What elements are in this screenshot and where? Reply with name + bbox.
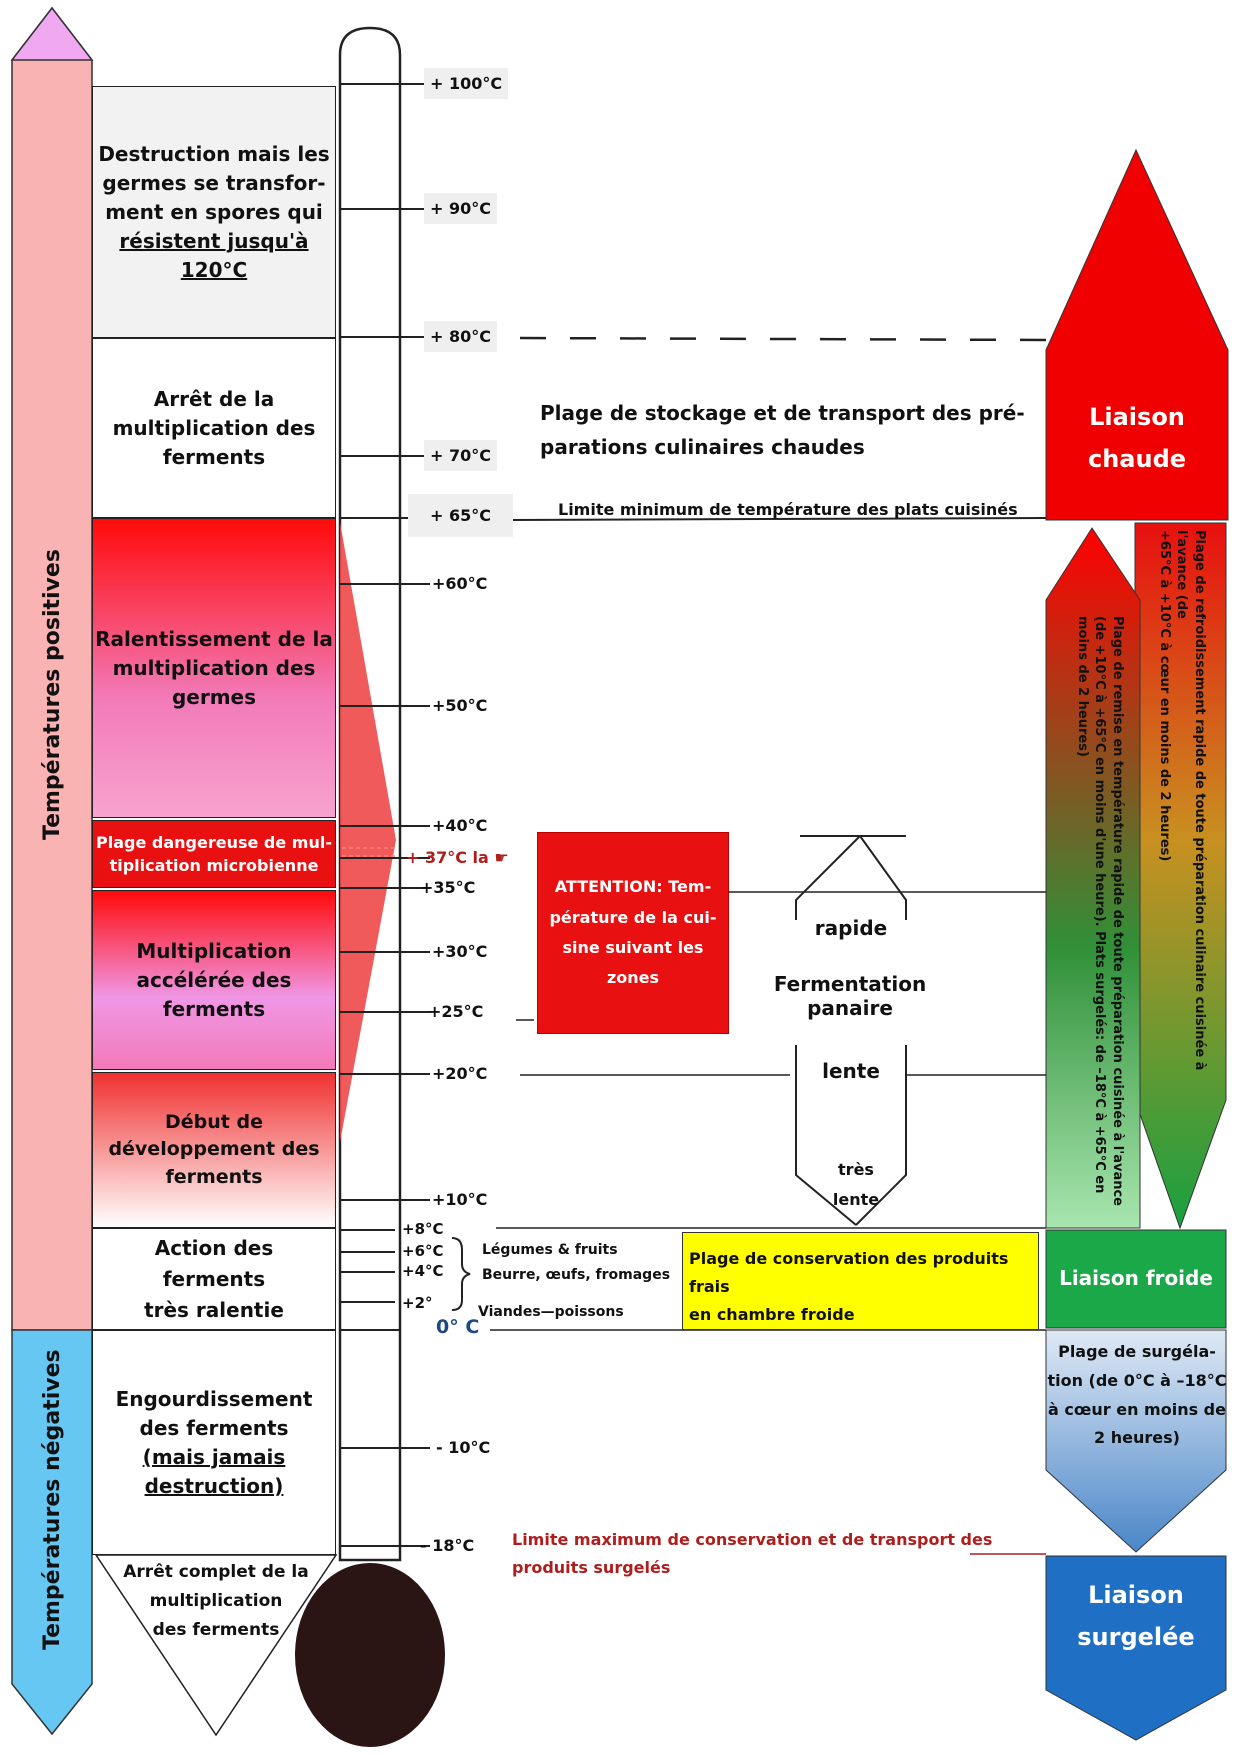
tick-label: + 70°C [424, 440, 497, 471]
cold-products-fruits: Légumes & fruits [482, 1242, 618, 1258]
cold-room-box: Plage de conservation des produits frais… [682, 1232, 1039, 1330]
liaison-chaude-arrow [1045, 148, 1229, 521]
cold-products-bracket [451, 1237, 471, 1311]
ferm-top-arrow [795, 835, 907, 920]
min-limit-text: Limite minimum de température des plats … [558, 500, 1018, 519]
tick-label: +10°C [432, 1190, 488, 1209]
tick-label: +60°C [432, 574, 488, 593]
zone-engourdissement: Engourdissement des ferments (mais jamai… [92, 1330, 336, 1555]
hot-storage-text: Plage de stockage et de transport des pr… [540, 401, 1025, 459]
tick-label: +35°C [420, 878, 476, 897]
thermometer-bulb [295, 1563, 445, 1747]
negative-bar [11, 1329, 93, 1736]
attention-box: ATTENTION: Tem- pérature de la cui- sine… [537, 832, 729, 1034]
zone-action: Action des ferments très ralentie [92, 1228, 336, 1330]
ferm-lente: lente [822, 1059, 880, 1083]
liaison-surgelee-label: Liaison surgelée [1077, 1581, 1195, 1651]
tick-label: + 100°C [424, 68, 509, 99]
tick-label: +8°C [402, 1220, 444, 1238]
surgelation-arrow [1045, 1329, 1227, 1553]
negative-temperatures-label: Températures négatives [40, 1349, 65, 1650]
zone-acceleree: Multiplication accélérée des ferments [92, 890, 336, 1070]
tick-label: - 18°C [420, 1536, 475, 1555]
tick-label: +50°C [432, 696, 488, 715]
liaison-froide-label: Liaison froide [1059, 1266, 1213, 1290]
tick-label: +25°C [428, 1002, 484, 1021]
surgelation-text: Plage de surgéla- tion (de 0°C à –18°C à… [1047, 1342, 1227, 1448]
tick-label: + 65°C [408, 494, 513, 537]
ferm-tres-lente: lente [832, 1190, 880, 1209]
remise-arrow [1045, 527, 1141, 1229]
tick-label: +40°C [432, 816, 488, 835]
tick-label: + 80°C [424, 321, 497, 352]
arret-complet-triangle [94, 1554, 338, 1737]
ferm-tres: très [838, 1160, 874, 1179]
tick-label: 0° C [436, 1316, 480, 1338]
tick-label: + 37°C la ☛ [406, 848, 509, 867]
liaison-froide-box [1045, 1229, 1227, 1329]
positive-temperatures-label: Températures positives [40, 549, 65, 840]
tick-label: - 10°C [436, 1438, 491, 1457]
tick-label: +6°C [402, 1242, 444, 1260]
cold-products-dairy: Beurre, œufs, fromages [482, 1267, 671, 1283]
tick-label: +2° [402, 1294, 433, 1312]
cold-products-meat: Viandes—poissons [478, 1304, 624, 1320]
frozen-limit-text: Limite maximum de conservation et de tra… [512, 1530, 993, 1577]
tick-label: +20°C [432, 1064, 488, 1083]
zone-dangereuse: Plage dangereuse de mul- tiplication mic… [92, 820, 336, 888]
ferm-panaire: Fermentation panaire [773, 972, 927, 1020]
ferm-bottom-arrow [795, 1045, 907, 1226]
refroidissement-text: Plage de refroidissement rapide de toute… [1156, 530, 1207, 1071]
zone-arret-complet: Arrêt complet de la multiplication des f… [123, 1562, 309, 1640]
zone-destruction: Destruction mais les germes se transfor-… [92, 86, 336, 338]
liaison-surgelee-shape [1045, 1555, 1227, 1741]
tick-label: +30°C [432, 942, 488, 961]
tick-label: +4°C [402, 1262, 444, 1280]
tick-label: + 90°C [424, 193, 497, 224]
remise-text: Plage de remise en température rapide de… [1074, 616, 1125, 1207]
line-65 [507, 517, 1047, 521]
thermometer-red-wedge [340, 522, 396, 1142]
positive-bar-tip [10, 6, 94, 61]
dashed-80-line [519, 336, 1047, 342]
zone-ralentissement: Ralentissement de la multiplication des … [92, 518, 336, 818]
zone-debut: Début de développement des ferments [92, 1072, 336, 1228]
zone-arret: Arrêt de la multiplication des ferments [92, 338, 336, 518]
liaison-chaude-label: Liaison chaude [1087, 403, 1187, 473]
ferm-rapide: rapide [814, 916, 888, 940]
